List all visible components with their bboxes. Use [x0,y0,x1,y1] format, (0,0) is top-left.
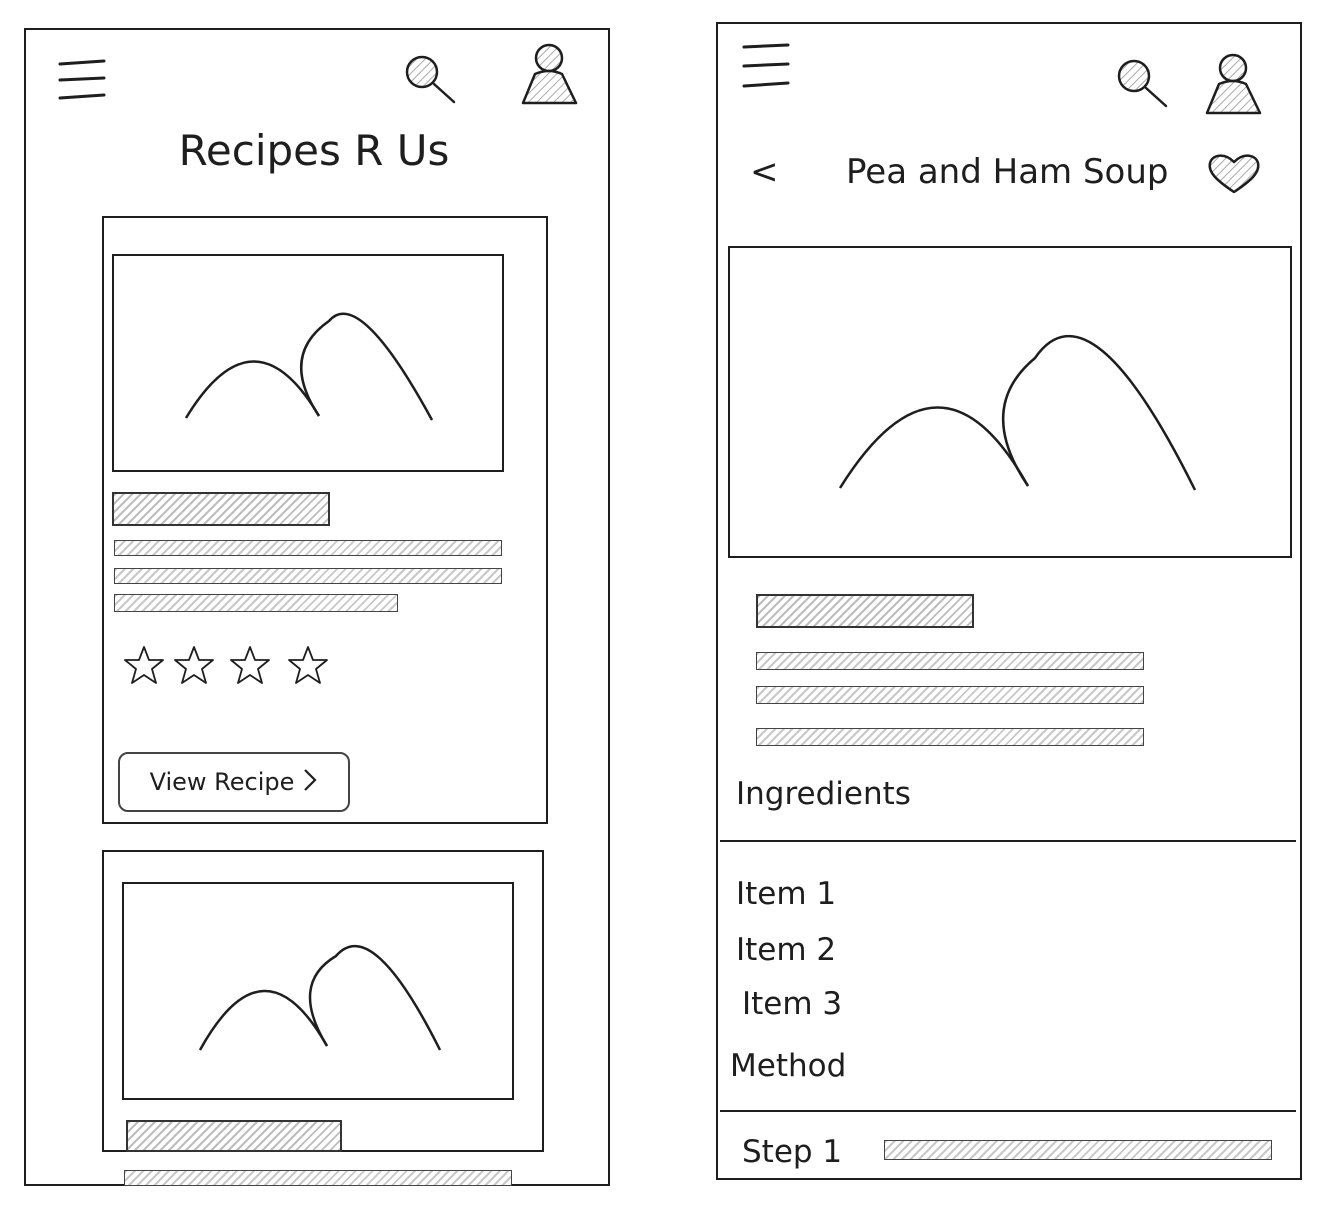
recipe-title: Pea and Ham Soup [846,152,1169,192]
star-rating[interactable] [124,644,344,688]
method-step-label: Step 1 [742,1134,843,1170]
recipe-card[interactable] [102,850,544,1152]
heart-icon[interactable] [1206,152,1262,196]
step-text-placeholder [884,1140,1272,1160]
ingredients-heading: Ingredients [736,776,911,812]
section-divider [720,1110,1296,1112]
star-icon [288,646,328,684]
search-icon[interactable] [404,54,460,104]
section-divider [720,840,1296,842]
star-icon [230,646,270,684]
ingredient-item: Item 1 [736,876,837,912]
hamburger-menu-icon[interactable] [742,42,792,90]
method-heading: Method [730,1048,847,1084]
recipe-subtitle-placeholder [756,594,974,628]
recipe-image-placeholder [112,254,504,472]
back-chevron-icon[interactable]: < [750,152,779,192]
page-title: Recipes R Us [178,126,450,175]
recipe-card[interactable]: View Recipe [102,216,548,824]
view-recipe-label: View Recipe [149,768,295,796]
chevron-right-icon [302,767,318,798]
user-profile-icon[interactable] [520,42,578,106]
hamburger-menu-icon[interactable] [58,58,108,104]
user-profile-icon[interactable] [1204,52,1262,116]
recipe-title-placeholder [112,492,330,526]
star-icon [174,646,214,684]
recipe-title-placeholder [126,1120,342,1152]
home-screen: Recipes R Us View Recipe [24,28,610,1186]
ingredient-item: Item 2 [736,932,837,968]
description-line [114,568,502,584]
ingredient-item: Item 3 [742,986,843,1022]
view-recipe-button[interactable]: View Recipe [118,752,350,812]
description-line [114,540,502,556]
description-line [114,594,398,612]
description-line [756,686,1144,704]
recipe-image-placeholder [728,246,1292,558]
star-icon [124,646,164,684]
description-line [756,728,1144,746]
search-icon[interactable] [1116,58,1172,108]
recipe-detail-screen: < Pea and Ham Soup Ingredients Item 1 It… [716,22,1302,1180]
description-line [756,652,1144,670]
description-line [124,1170,512,1186]
recipe-image-placeholder [122,882,514,1100]
